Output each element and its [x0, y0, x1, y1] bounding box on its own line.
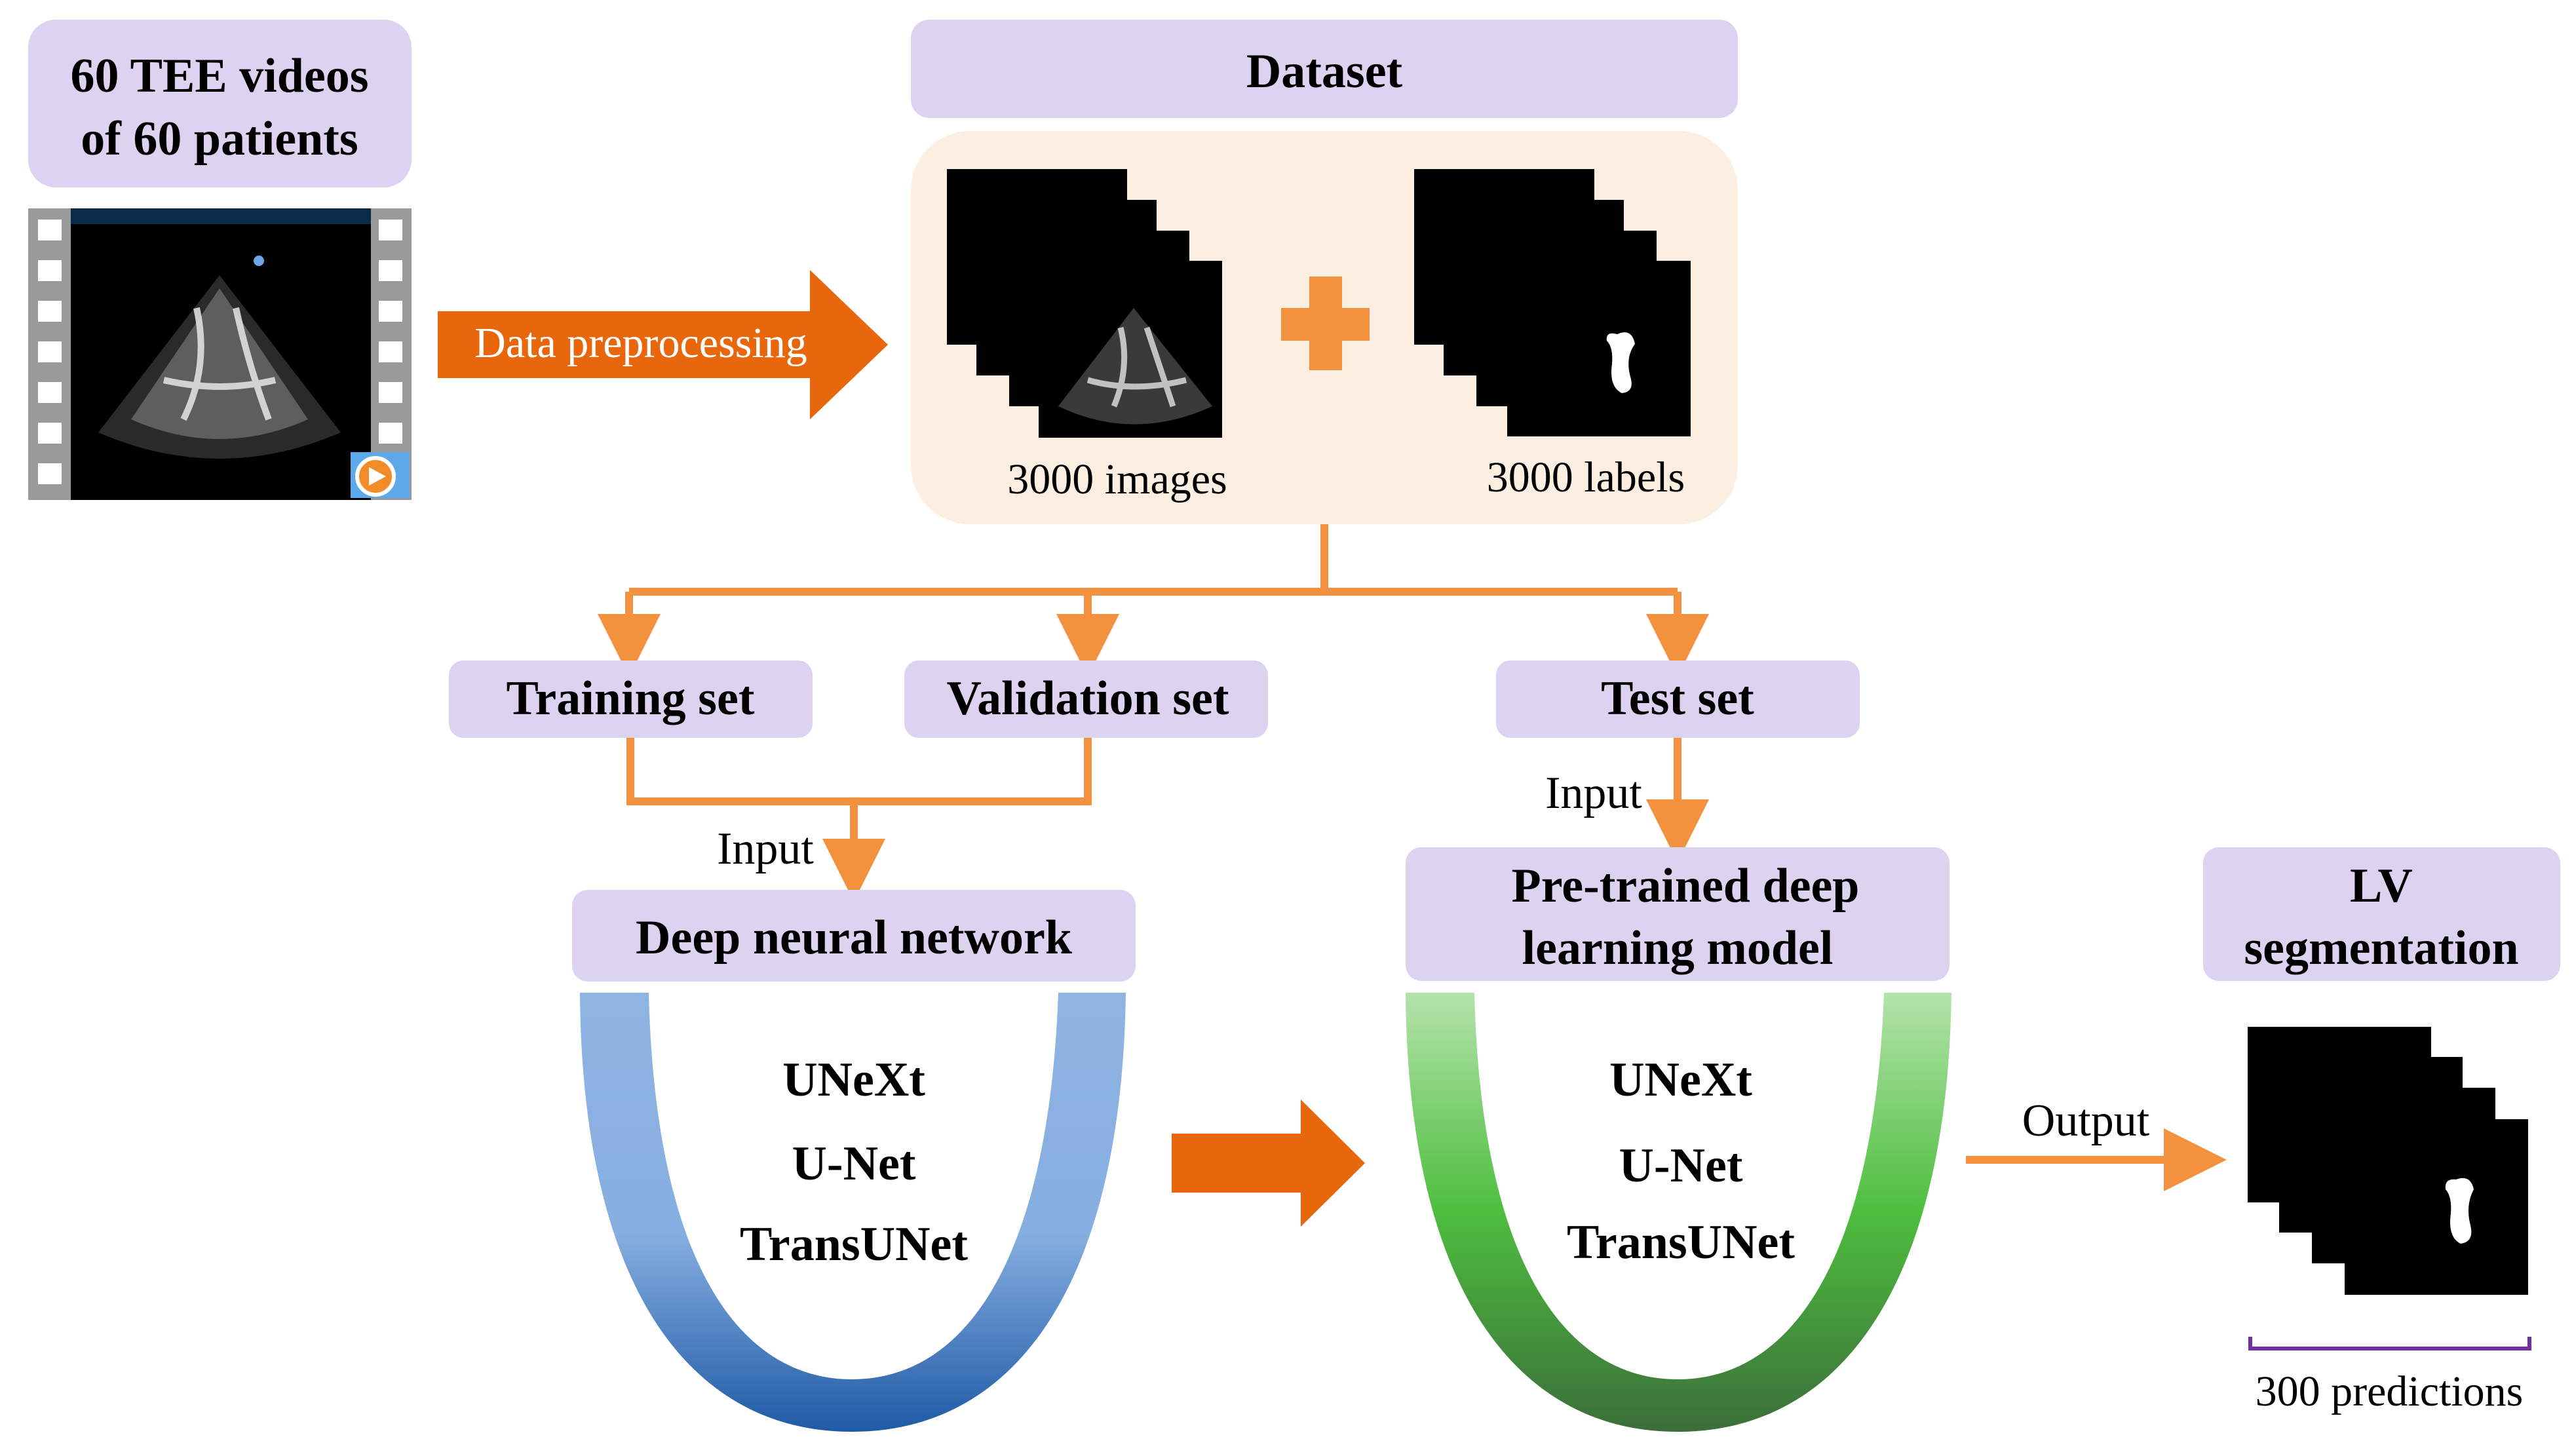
training-input-label: Input — [717, 824, 814, 874]
images-caption: 3000 images — [1007, 455, 1227, 503]
test-input-label: Input — [1545, 768, 1642, 818]
dnn-title-box — [572, 890, 1136, 982]
film-sprocket — [379, 301, 402, 322]
film-sprocket — [379, 423, 402, 444]
film-sprocket — [38, 220, 62, 240]
lv-title-box — [2203, 847, 2560, 981]
pretrained-title-box — [1406, 847, 1950, 981]
training-input-connectors — [626, 738, 1092, 902]
predictions-caption: 300 predictions — [2256, 1368, 2524, 1415]
training-set-label: Training set — [507, 672, 755, 725]
predictions-bracket — [2248, 1337, 2531, 1351]
source-title-box — [28, 20, 412, 187]
training-set: Training set — [449, 661, 813, 738]
test-set-box — [1496, 661, 1860, 738]
film-sprocket — [38, 463, 62, 484]
source-title-line2: of 60 patients — [81, 112, 358, 166]
dnn-model-2: U-Net — [792, 1137, 915, 1191]
prediction-stack — [2248, 1027, 2528, 1295]
film-sprocket — [379, 341, 402, 362]
film-sprocket — [38, 423, 62, 444]
film-sprocket — [38, 341, 62, 362]
output-connector: Output — [1966, 1096, 2227, 1191]
video-filmstrip-icon — [28, 208, 412, 500]
lv-title-line1: LV — [2350, 859, 2413, 913]
dnn-title: Deep neural network — [636, 911, 1073, 965]
pretrained-model-1: UNeXt — [1609, 1053, 1752, 1107]
pretrained-model-3: TransUNet — [1567, 1216, 1795, 1269]
label-stack — [1414, 169, 1691, 436]
dnn-model-1: UNeXt — [782, 1053, 925, 1107]
film-sprocket — [38, 382, 62, 403]
plus-icon — [1281, 277, 1370, 370]
validation-set-box — [904, 661, 1268, 738]
split-connectors — [598, 524, 1709, 677]
film-sprocket — [38, 260, 62, 281]
training-model: Deep neural network UNeXt U-Net TransUNe… — [572, 890, 1136, 1432]
lv-segmentation: LV segmentation 300 predictions — [2203, 847, 2560, 1415]
dataset-title-box — [911, 20, 1738, 118]
preprocessing-arrow: Data preprocessing — [438, 270, 888, 419]
test-set-label: Test set — [1601, 672, 1754, 725]
output-label: Output — [2022, 1096, 2150, 1146]
validation-set-label: Validation set — [946, 672, 1229, 725]
source-videos: 60 TEE videos of 60 patients — [28, 20, 412, 500]
preprocessing-label: Data preprocessing — [474, 319, 807, 367]
test-set: Test set — [1496, 661, 1860, 738]
pretrained-model-2: U-Net — [1619, 1139, 1742, 1193]
pretrained-title-line1: Pre-trained deep — [1512, 859, 1860, 913]
dnn-model-3: TransUNet — [740, 1217, 968, 1271]
validation-set: Validation set — [904, 661, 1268, 738]
dnn-u-shape — [580, 993, 1126, 1432]
labels-caption: 3000 labels — [1487, 453, 1685, 501]
dataset-title: Dataset — [1246, 45, 1403, 98]
source-title-line1: 60 TEE videos — [70, 49, 368, 103]
film-sprocket — [379, 382, 402, 403]
film-sprocket — [379, 260, 402, 281]
training-to-pretrained-arrow — [1172, 1100, 1365, 1227]
pretrained-title-line2: learning model — [1522, 921, 1834, 975]
dataset-panel: Dataset 3000 images 3000 labels — [911, 20, 1738, 524]
image-stack — [947, 169, 1222, 438]
lv-title-line2: segmentation — [2244, 921, 2518, 975]
film-sprocket — [379, 220, 402, 240]
pretrained-u-shape — [1406, 993, 1951, 1432]
pretrained-model: Pre-trained deep learning model UNeXt U-… — [1406, 847, 1951, 1432]
film-sprocket — [38, 301, 62, 322]
training-set-box — [449, 661, 813, 738]
